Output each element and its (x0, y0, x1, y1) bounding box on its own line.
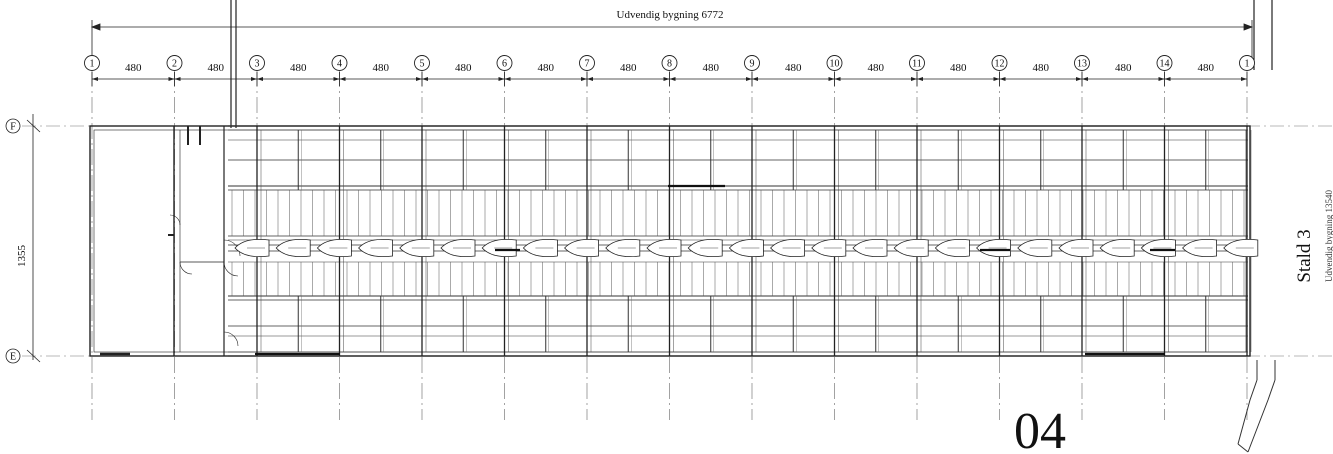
grid-bubble-label: 14 (1160, 59, 1170, 70)
bay-dimension-label: 480 (125, 62, 142, 74)
bay-dimension-label: 480 (950, 62, 967, 74)
grid-bubble-label: 4 (337, 59, 342, 70)
bay-dimension-label: 480 (1198, 62, 1215, 74)
bay-dimension-label: 480 (455, 62, 472, 74)
grid-bubble-13: 13 (1074, 55, 1090, 71)
bay-dimension-label: 480 (785, 62, 802, 74)
grid-bubble-6: 6 (496, 55, 513, 71)
overall-dimension (90, 20, 1254, 60)
grid-bubble-15: 1 (1239, 55, 1255, 71)
grid-bubble-4: 4 (331, 55, 348, 71)
bay-dimension-label: 480 (1115, 62, 1132, 74)
neighbor-building-dimension: Udvendig bygning 13540 (1324, 190, 1333, 282)
grid-bubble-2: 2 (166, 55, 183, 71)
bay-dimension-label: 480 (868, 62, 885, 74)
overall-dimension-label: Udvendig bygning 6772 (617, 9, 724, 21)
row-bubble-e-label: E (10, 352, 16, 363)
grid-bubble-5: 5 (414, 55, 430, 71)
grid-bubble-14: 14 (1156, 55, 1173, 71)
bay-dimensions: 480 480 480 480 480 480 480 480 480 480 480 480 480 4… (92, 62, 1247, 81)
grid-bubble-9: 9 (744, 55, 760, 71)
bay-dimension-label: 480 (1033, 62, 1050, 74)
grid-bubble-1: 1 (84, 55, 100, 71)
grid-bubble-12: 12 (991, 55, 1008, 71)
grid-bubble-11: 11 (909, 55, 925, 71)
grid-bubble-label: 12 (995, 59, 1005, 70)
grid-bubble-label: 5 (420, 59, 425, 70)
width-dimension-label: 1355 (16, 245, 28, 268)
grid-bubble-label: 10 (830, 59, 840, 70)
sheet-border-lines (230, 0, 1273, 128)
grid-bubble-label: 6 (502, 59, 507, 70)
neighbor-building-label: Stald 3 (1294, 229, 1315, 282)
row-bubble-e: E (5, 348, 21, 364)
row-bubble-f-label: F (10, 122, 16, 133)
grid-bubble-label: 8 (667, 59, 672, 70)
bay-dimension-label: 480 (620, 62, 637, 74)
bay-dimension-label: 480 (208, 62, 225, 74)
grid-bubble-label: 9 (750, 59, 755, 70)
grid-bubble-8: 8 (661, 55, 678, 71)
grid-bubble-label: 1 (1245, 59, 1250, 70)
neighbor-building-outline (1237, 360, 1276, 453)
bay-dimension-label: 480 (538, 62, 555, 74)
grid-bubble-label: 2 (172, 59, 177, 70)
grid-bubble-label: 7 (585, 59, 590, 70)
row-bubble-f: F (5, 118, 21, 134)
width-dimension (26, 114, 41, 363)
sheet-number: 04 (1014, 403, 1066, 454)
grid-bubble-7: 7 (579, 55, 595, 71)
grid-bubble-label: 11 (912, 59, 922, 70)
grid-bubble-3: 3 (249, 55, 265, 71)
grid-bubble-10: 10 (826, 55, 843, 71)
entry-rooms (100, 126, 241, 356)
bay-dimension-label: 480 (703, 62, 720, 74)
grid-bubble-label: 1 (90, 59, 95, 70)
grid-bubble-label: 13 (1077, 59, 1087, 70)
grid-bubble-label: 3 (255, 59, 260, 70)
bay-dimension-label: 480 (373, 62, 390, 74)
bay-dimension-label: 480 (290, 62, 307, 74)
stable-area (228, 125, 1259, 357)
